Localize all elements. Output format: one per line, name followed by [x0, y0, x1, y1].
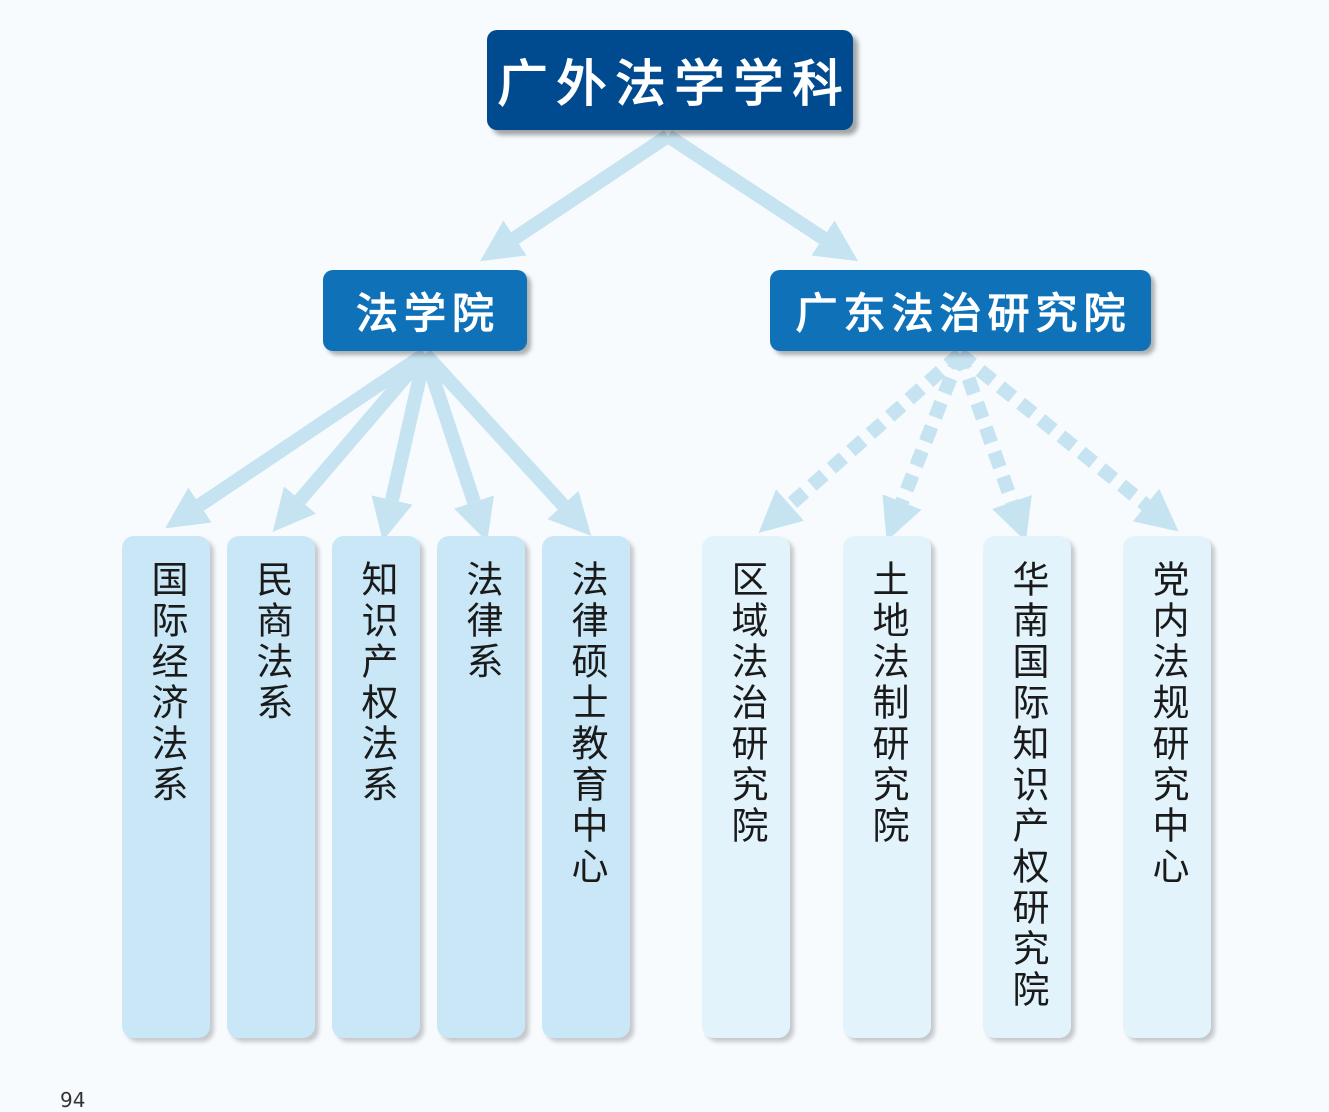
- branch-label: 广东法治研究院: [795, 289, 1132, 338]
- arrow-law-to-law-dept: [418, 351, 494, 542]
- arrow-gd-to-south-china-ip: [953, 351, 1032, 542]
- arrow-gd-to-land: [882, 351, 967, 542]
- arrow-law-to-jm-center: [419, 349, 592, 537]
- leaf-label: 国际经济法系: [145, 560, 188, 806]
- root-node: 广外法学学科: [487, 30, 853, 130]
- leaf-node: 党内法规研究中心: [1123, 536, 1211, 1038]
- arrow-gd-to-regional: [758, 348, 965, 533]
- leaf-node: 民商法系: [227, 536, 315, 1038]
- leaf-label: 党内法规研究中心: [1146, 560, 1189, 888]
- branch-node-gd-institute: 广东法治研究院: [770, 270, 1151, 351]
- leaf-node: 法律系: [437, 536, 525, 1038]
- arrow-root-to-gd-institute: [664, 130, 859, 262]
- root-label: 广外法学学科: [497, 55, 852, 113]
- leaf-node: 国际经济法系: [122, 536, 210, 1038]
- leaf-label: 法律硕士教育中心: [565, 560, 608, 888]
- branch-label: 法学院: [355, 289, 500, 338]
- arrow-law-to-civil-commercial: [272, 349, 431, 532]
- arrow-root-to-law-school: [480, 130, 672, 262]
- leaf-node: 土地法制研究院: [843, 536, 931, 1038]
- leaf-node: 法律硕士教育中心: [542, 536, 630, 1038]
- leaf-label: 华南国际知识产权研究院: [1006, 560, 1049, 1011]
- leaf-label: 区域法治研究院: [725, 560, 768, 847]
- page-number: 94: [60, 1088, 86, 1112]
- arrow-law-to-intl-econ: [165, 348, 429, 529]
- arrow-gd-to-party-regulations: [955, 348, 1179, 532]
- leaf-node: 知识产权法系: [332, 536, 420, 1038]
- branch-node-law-school: 法学院: [323, 270, 527, 351]
- leaf-label: 法律系: [460, 560, 503, 683]
- leaf-label: 土地法制研究院: [866, 560, 909, 847]
- arrow-law-to-ip: [371, 352, 432, 541]
- leaf-label: 民商法系: [250, 560, 293, 724]
- leaf-node: 华南国际知识产权研究院: [983, 536, 1071, 1038]
- leaf-node: 区域法治研究院: [702, 536, 790, 1038]
- leaf-label: 知识产权法系: [355, 560, 398, 806]
